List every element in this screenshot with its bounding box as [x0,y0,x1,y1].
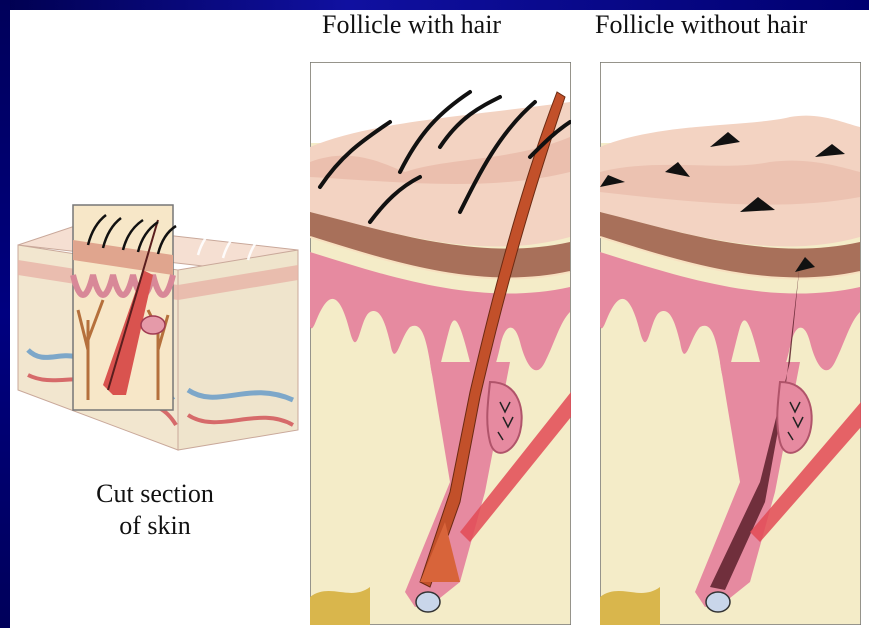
skin-block-illustration [8,200,308,470]
panel-follicle-without-hair [600,62,861,625]
hair-bulb [416,592,440,612]
caption-line-1: Cut section [55,478,255,510]
follicle-bulb [706,592,730,612]
panel-follicle-with-hair [310,62,571,625]
title-follicle-with-hair: Follicle with hair [322,10,501,40]
caption-line-2: of skin [55,510,255,542]
title-follicle-without-hair: Follicle without hair [595,10,807,40]
frame-top-border [0,0,869,10]
caption-cut-section: Cut section of skin [55,478,255,542]
